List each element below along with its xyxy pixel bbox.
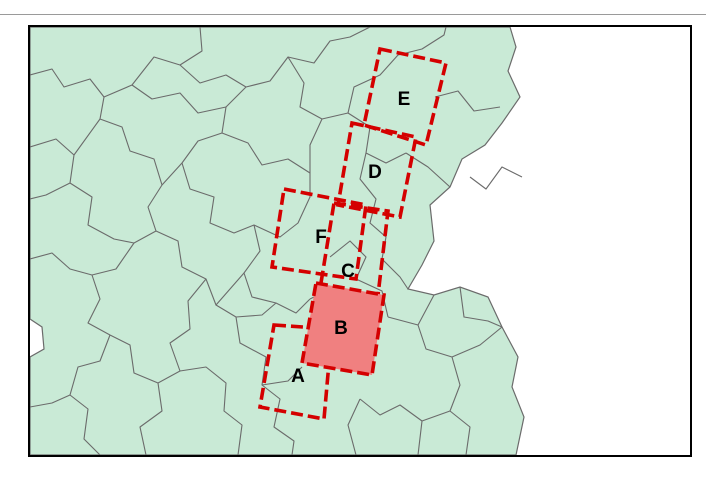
top-divider xyxy=(0,14,706,15)
district-boundaries xyxy=(30,27,523,455)
map-canvas[interactable]: E D F C B A xyxy=(30,27,690,455)
zone-labels: E D F C B A xyxy=(291,89,410,387)
zone-b-outline[interactable] xyxy=(299,280,387,378)
zone-label-e: E xyxy=(398,89,411,110)
zone-label-a: A xyxy=(291,366,305,387)
land-area xyxy=(30,27,525,455)
zone-label-d: D xyxy=(368,162,382,183)
zone-overlays xyxy=(257,46,449,422)
map-frame: E D F C B A xyxy=(28,25,692,457)
zone-label-b: B xyxy=(334,318,348,339)
zone-d-outline[interactable] xyxy=(335,120,419,220)
zone-e-outline[interactable] xyxy=(361,46,449,148)
zone-label-c: C xyxy=(341,261,355,282)
zone-label-f: F xyxy=(315,227,327,248)
